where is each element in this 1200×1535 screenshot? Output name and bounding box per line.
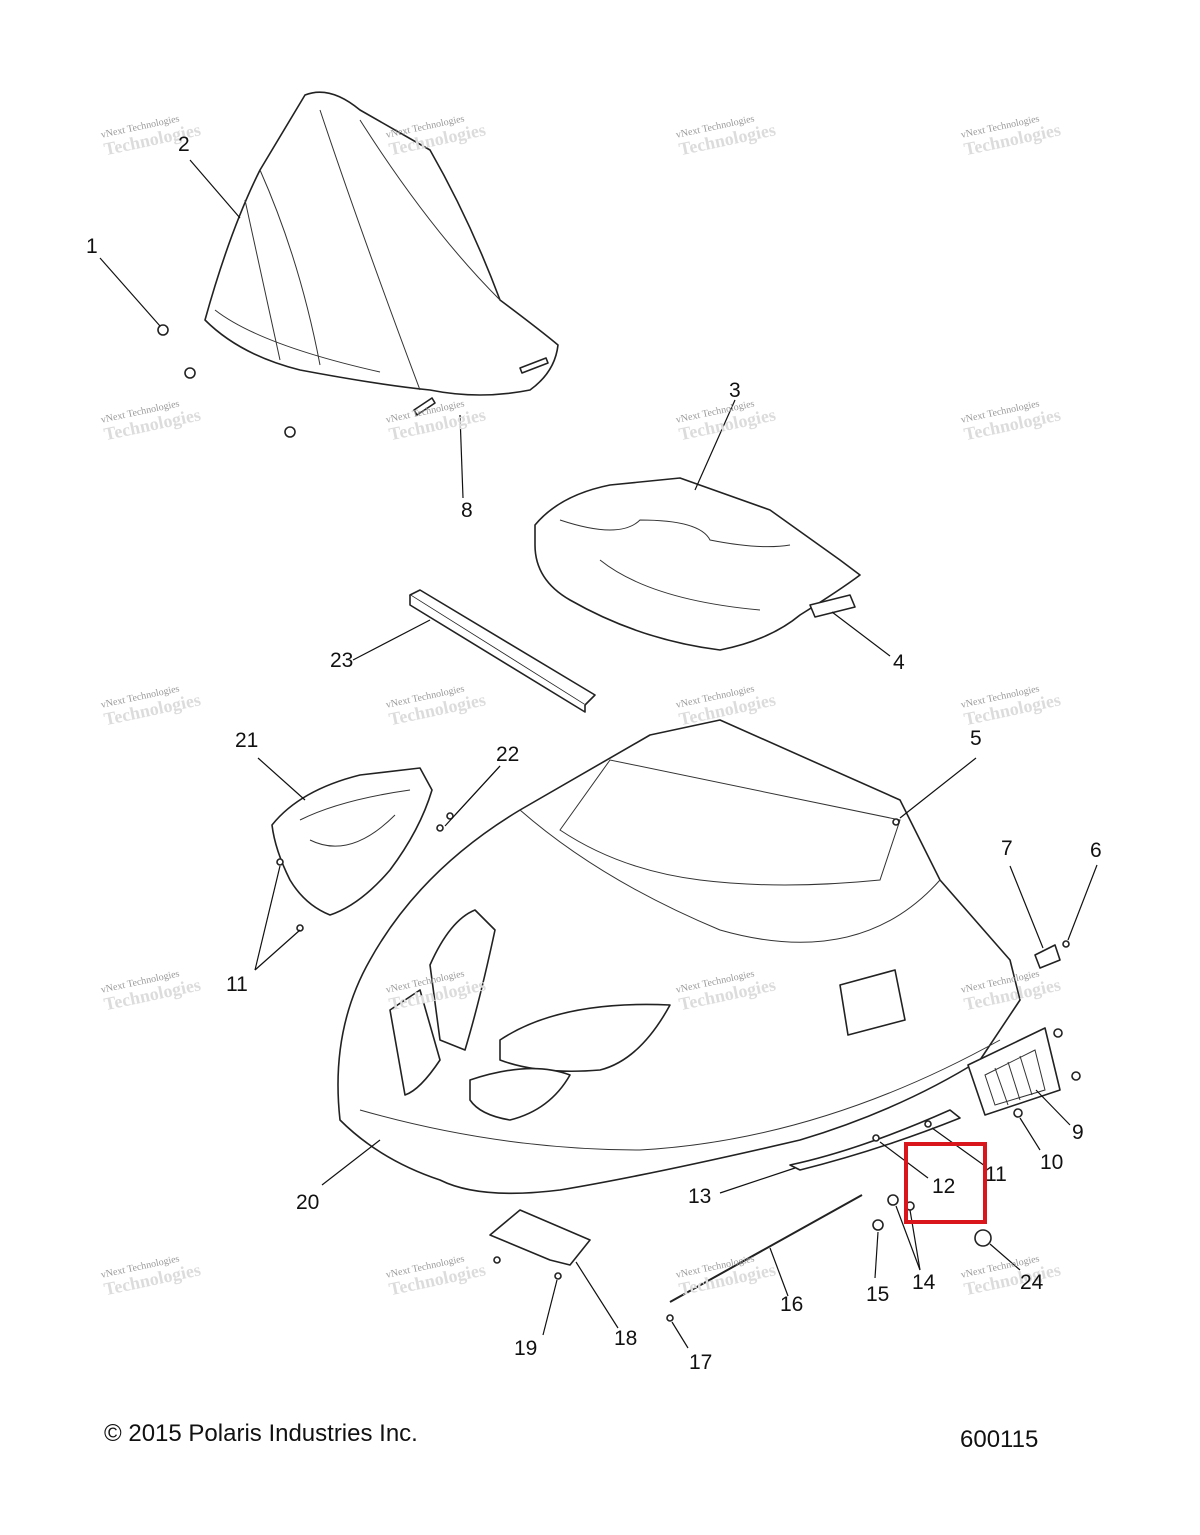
knob-24-drawing [974, 1229, 992, 1247]
hood-drawing [337, 719, 1021, 1195]
callout-21[interactable]: 21 [235, 729, 259, 752]
vent-drawing [967, 1027, 1061, 1116]
callout-15[interactable]: 15 [866, 1283, 890, 1306]
callout-6[interactable]: 6 [1090, 839, 1102, 862]
callout-22[interactable]: 22 [496, 743, 520, 766]
small-fasteners [276, 812, 1081, 1322]
diagram-number: 600115 [960, 1426, 1039, 1453]
callout-14[interactable]: 14 [912, 1271, 936, 1294]
callout-9[interactable]: 9 [1072, 1121, 1084, 1144]
callout-13[interactable]: 13 [688, 1185, 712, 1208]
callout-18[interactable]: 18 [614, 1327, 638, 1350]
callout-10[interactable]: 10 [1040, 1151, 1064, 1174]
callout-20[interactable]: 20 [296, 1191, 320, 1214]
bracket-7-drawing [1034, 944, 1061, 969]
callout-5[interactable]: 5 [970, 727, 982, 750]
foam-strip-drawing [409, 589, 596, 713]
highlight-box-callout-12 [904, 1142, 987, 1224]
callout-23[interactable]: 23 [330, 649, 354, 672]
callout-8[interactable]: 8 [461, 499, 473, 522]
callout-7[interactable]: 7 [1001, 837, 1013, 860]
callout-2[interactable]: 2 [178, 133, 190, 156]
windshield-drawing [204, 91, 559, 396]
callout-24[interactable]: 24 [1020, 1271, 1044, 1294]
screw-drawings [157, 324, 549, 438]
copyright-text: © 2015 Polaris Industries Inc. [104, 1420, 418, 1447]
callout-1[interactable]: 1 [86, 235, 98, 258]
callout-3[interactable]: 3 [729, 379, 741, 402]
callout-12[interactable]: 12 [932, 1175, 956, 1198]
rod-16-drawing [669, 1194, 863, 1303]
console-drawing [534, 477, 861, 651]
leader-lines [99, 159, 1098, 1349]
callout-16[interactable]: 16 [780, 1293, 804, 1316]
callout-19[interactable]: 19 [514, 1337, 538, 1360]
bracket-18-drawing [489, 1209, 591, 1266]
callout-11-right[interactable]: 11 [985, 1163, 1007, 1186]
callout-11-left[interactable]: 11 [226, 973, 248, 996]
callout-17[interactable]: 17 [689, 1351, 713, 1374]
callout-4[interactable]: 4 [893, 651, 905, 674]
side-panel-drawing [271, 767, 433, 916]
